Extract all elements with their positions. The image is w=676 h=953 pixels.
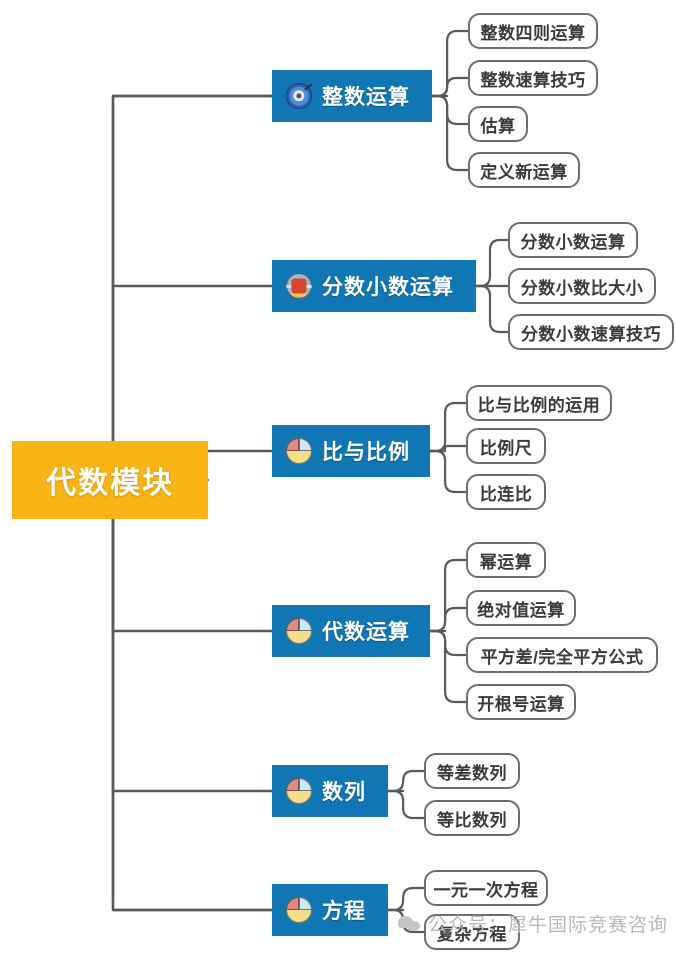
root-label: 代数模块 [46, 467, 174, 500]
leaf-node[interactable]: 等差数列 [424, 753, 520, 789]
leaf-node[interactable]: 整数四则运算 [468, 13, 598, 49]
leaf-node[interactable]: 比连比 [466, 474, 546, 510]
pie-chart-icon [286, 897, 312, 923]
wechat-icon [398, 914, 422, 934]
branch-node-5[interactable]: 数列 [272, 765, 388, 817]
leaf-label: 平方差/完全平方公式 [480, 647, 644, 667]
leaf-label: 分数小数运算 [520, 232, 626, 252]
branch-label: 比与比例 [322, 441, 410, 464]
leaf-label: 一元一次方程 [433, 880, 539, 900]
leaf-node[interactable]: 分数小数运算 [508, 222, 638, 258]
leaf-label: 比例尺 [479, 438, 533, 458]
leaf-label: 等比数列 [437, 810, 507, 830]
leaf-node[interactable]: 等比数列 [424, 800, 520, 836]
leaf-node[interactable]: 分数小数比大小 [508, 268, 656, 304]
leaf-node[interactable]: 开根号运算 [466, 684, 576, 720]
leaf-node[interactable]: 整数速算技巧 [468, 60, 598, 96]
branch-label: 方程 [322, 900, 366, 923]
leaf-node[interactable]: 估算 [468, 106, 528, 142]
leaf-node[interactable]: 定义新运算 [468, 152, 580, 188]
leaf-label: 复杂方程 [437, 924, 507, 944]
leaf-label: 等差数列 [437, 763, 507, 783]
branch-node-2[interactable]: 分数小数运算 [272, 260, 476, 312]
branch-node-1[interactable]: 整数运算 [272, 70, 432, 122]
branch-label: 代数运算 [322, 621, 410, 644]
leaf-label: 估算 [480, 116, 516, 136]
branch-label: 分数小数运算 [322, 276, 454, 299]
leaf-node[interactable]: 平方差/完全平方公式 [466, 637, 658, 673]
leaf-label: 整数四则运算 [480, 23, 586, 43]
branch-node-3[interactable]: 比与比例 [272, 425, 430, 477]
branch-label: 整数运算 [322, 86, 410, 109]
leaf-node[interactable]: 比例尺 [466, 428, 546, 464]
leaf-label: 比连比 [479, 484, 533, 504]
branch-node-6[interactable]: 方程 [272, 884, 388, 936]
branch-label: 数列 [322, 781, 366, 804]
leaf-label: 定义新运算 [480, 162, 568, 182]
leaf-label: 绝对值运算 [477, 600, 565, 620]
leaf-node[interactable]: 幂运算 [466, 542, 546, 578]
pie-chart-icon [286, 618, 312, 644]
leaf-label: 整数速算技巧 [480, 70, 586, 90]
pie-chart-icon [286, 438, 312, 464]
top-clipped-text [60, 2, 380, 12]
branch-node-4[interactable]: 代数运算 [272, 605, 430, 657]
emblem-icon [286, 273, 312, 299]
root-node[interactable]: 代数模块 [12, 441, 208, 519]
leaf-node[interactable]: 绝对值运算 [466, 590, 576, 626]
pie-chart-icon [286, 778, 312, 804]
target-dart-icon [286, 83, 313, 109]
leaf-label: 比与比例的运用 [477, 395, 601, 415]
leaf-node[interactable]: 复杂方程 [424, 914, 520, 950]
leaf-node[interactable]: 比与比例的运用 [466, 385, 612, 421]
leaf-label: 分数小数比大小 [520, 278, 644, 298]
leaf-node[interactable]: 分数小数速算技巧 [508, 314, 674, 350]
leaf-node[interactable]: 一元一次方程 [424, 870, 548, 906]
leaf-label: 幂运算 [479, 552, 533, 572]
leaf-label: 开根号运算 [477, 694, 565, 714]
leaf-label: 分数小数速算技巧 [521, 324, 661, 344]
